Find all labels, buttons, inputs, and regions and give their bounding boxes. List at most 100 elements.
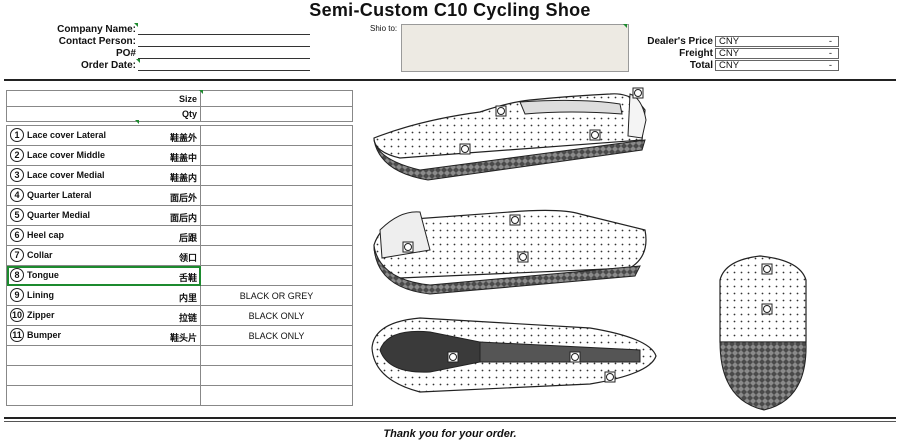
po-label: PO# [115, 48, 136, 59]
part-name: Bumper [27, 329, 62, 340]
part-color-field[interactable] [200, 205, 353, 226]
currency-code: CNY [719, 60, 740, 71]
part-color-field[interactable]: BLACK ONLY [200, 325, 353, 346]
order-date-label: Order Date: [80, 60, 136, 71]
part-name-cn: 鞋盖外 [169, 132, 197, 143]
part-name: Lining [27, 289, 54, 300]
blank-cell[interactable] [6, 345, 201, 366]
total-field[interactable]: CNY - [715, 60, 839, 71]
size-qty-table: Size Qty [6, 90, 353, 122]
blank-cell[interactable] [6, 365, 201, 386]
part-number: 7 [10, 247, 24, 262]
ship-to-field[interactable] [401, 24, 629, 72]
part-number: 6 [10, 227, 24, 242]
part-color-field[interactable] [200, 185, 353, 206]
freight-field[interactable]: CNY - [715, 48, 839, 59]
part-name: Zipper [27, 309, 55, 320]
part-name: Heel cap [27, 229, 65, 240]
freight-label: Freight [679, 48, 713, 59]
blank-cell[interactable] [6, 385, 201, 406]
blank-cell[interactable] [200, 345, 353, 366]
diagram-label [761, 263, 773, 315]
page-title: Semi-Custom C10 Cycling Shoe [309, 0, 591, 20]
part-name-cn: 拉链 [178, 312, 197, 323]
part-name: Lace cover Middle [27, 149, 106, 160]
comment-marker [135, 120, 139, 124]
part-name-cn: 内里 [178, 292, 197, 303]
price-value: - [828, 48, 832, 59]
company-name-label: Company Name: [57, 24, 136, 35]
currency-code: CNY [719, 36, 740, 47]
comment-marker [199, 90, 203, 94]
part-color-field[interactable] [200, 245, 353, 266]
header-divider [4, 79, 896, 81]
qty-field[interactable] [200, 106, 353, 122]
part-number: 4 [10, 187, 24, 202]
price-value: - [828, 36, 832, 47]
part-color-field[interactable] [200, 165, 353, 186]
shoe-back-view [719, 255, 807, 411]
footer-divider [4, 417, 896, 419]
part-name-cn: 后跟 [178, 232, 197, 243]
qty-label: Qty [6, 106, 201, 122]
part-name: Collar [27, 249, 53, 260]
part-color-field[interactable]: BLACK ONLY [200, 305, 353, 326]
part-number: 8 [10, 267, 24, 282]
dealers-price-field[interactable]: CNY - [715, 36, 839, 47]
diagram-label [459, 87, 644, 155]
comment-marker [623, 24, 627, 28]
part-color-field[interactable] [200, 125, 353, 146]
part-name-cn: 鞋盖内 [169, 172, 197, 183]
part-name: Lace cover Lateral [27, 129, 107, 140]
comment-marker [134, 23, 138, 27]
part-color-field[interactable]: BLACK OR GREY [200, 285, 353, 306]
part-color-field[interactable] [200, 225, 353, 246]
part-name-cn: 鞋盖中 [169, 152, 197, 163]
shoe-diagrams [371, 87, 807, 411]
blank-cell[interactable] [200, 365, 353, 386]
order-date-field[interactable] [138, 59, 310, 71]
size-label: Size [6, 90, 201, 107]
ship-to-label: Shio to: [370, 24, 398, 33]
contact-person-field[interactable] [138, 35, 310, 47]
comment-marker [136, 59, 140, 63]
footer-divider [4, 421, 896, 422]
part-color-field[interactable] [200, 265, 353, 286]
part-name-cn: 鞋头片 [169, 332, 197, 343]
part-name: Lace cover Medial [27, 169, 105, 180]
part-name-cn: 舌鞋 [178, 272, 197, 283]
table-row [6, 365, 353, 386]
total-label: Total [689, 60, 713, 71]
po-field[interactable] [138, 47, 310, 59]
price-value: - [828, 60, 832, 71]
diagram-label [402, 214, 529, 263]
part-name: Quarter Lateral [27, 189, 92, 200]
company-name-field[interactable] [138, 23, 310, 35]
part-name-cn: 领口 [178, 252, 197, 263]
size-field[interactable] [200, 90, 353, 107]
dealers-price-label: Dealer's Price [647, 36, 713, 47]
part-color-field[interactable] [200, 145, 353, 166]
blank-cell[interactable] [200, 385, 353, 406]
currency-code: CNY [719, 48, 740, 59]
shoe-lateral-view [373, 93, 647, 181]
